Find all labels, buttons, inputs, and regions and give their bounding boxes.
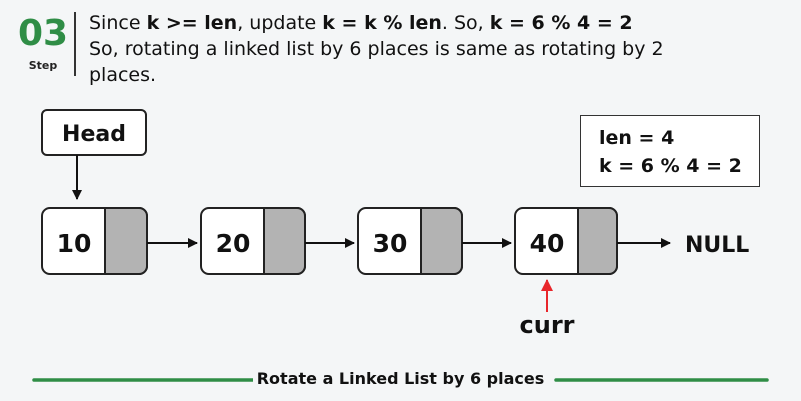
- caption-text: Rotate a Linked List by 6 places: [252, 369, 549, 388]
- description-text: , update: [237, 12, 323, 34]
- info-line-len: len = 4: [599, 127, 675, 149]
- description-formula: k = k % len: [322, 12, 442, 34]
- description-formula: k = 6 % 4 = 2: [489, 12, 633, 34]
- info-box: len = 4 k = 6 % 4 = 2: [580, 115, 760, 187]
- diagram-caption: Rotate a Linked List by 6 places: [0, 367, 801, 391]
- list-node: 30: [357, 207, 463, 275]
- node-value: 10: [57, 229, 92, 258]
- node-value: 40: [530, 229, 565, 258]
- node-value: 30: [373, 229, 408, 258]
- list-node: 40: [514, 207, 618, 275]
- step-number: 03: [17, 13, 69, 54]
- node-value: 20: [216, 229, 251, 258]
- description-text: . So,: [441, 12, 490, 34]
- head-box: [41, 109, 147, 156]
- null-label: NULL: [685, 233, 749, 258]
- list-node: 20: [200, 207, 306, 275]
- node-next-cell: [263, 207, 306, 275]
- description-line-2: So, rotating a linked list by 6 places i…: [89, 38, 664, 60]
- step-badge: 03 Step: [16, 14, 76, 76]
- node-next-cell: [104, 207, 148, 275]
- curr-label: curr: [520, 311, 575, 339]
- head-pointer: Head: [41, 109, 147, 200]
- head-label: Head: [62, 122, 126, 147]
- step-description: Since k >= len, update k = k % len. So, …: [89, 10, 789, 88]
- info-line-k: k = 6 % 4 = 2: [599, 155, 742, 177]
- node-next-cell: [577, 207, 618, 275]
- list-node: 10: [41, 207, 148, 275]
- node-next-cell: [420, 207, 463, 275]
- description-line-3: places.: [89, 64, 157, 86]
- step-label: Step: [28, 59, 58, 72]
- description-line-1: Since k >= len, update k = k % len. So, …: [89, 10, 789, 36]
- description-formula: k >= len: [146, 12, 238, 34]
- description-text: Since: [89, 12, 147, 34]
- step-divider: [74, 12, 76, 76]
